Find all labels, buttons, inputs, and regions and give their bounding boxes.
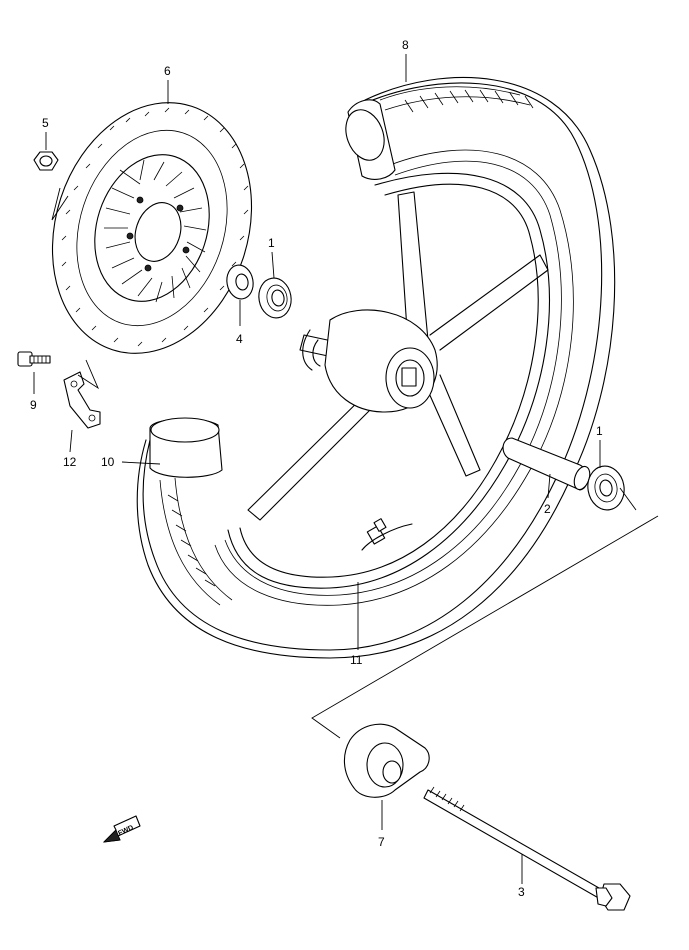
callout-4: 4 <box>236 332 243 346</box>
callout-2: 2 <box>544 502 551 516</box>
nut-part-5 <box>33 151 59 171</box>
callout-5: 5 <box>42 116 49 130</box>
callout-1-upper: 1 <box>268 236 275 250</box>
callout-7: 6 <box>164 64 171 78</box>
valve-stem <box>361 518 413 551</box>
fwd-arrow-icon: FWD <box>102 815 141 843</box>
callout-8: 9 <box>30 398 37 412</box>
tire <box>136 77 616 659</box>
callout-10: 10 <box>101 455 115 469</box>
callout-9: 8 <box>402 38 409 52</box>
spacer-tube-part-2 <box>502 437 591 491</box>
bolt-part-8 <box>17 351 51 367</box>
callout-12: 12 <box>63 455 77 469</box>
axle-part-3 <box>423 786 631 911</box>
callout-leaders <box>33 54 601 884</box>
collar-part-6 <box>343 723 430 798</box>
wheel-rim <box>227 172 550 589</box>
brake-disc <box>51 102 253 354</box>
callout-11: 11 <box>350 653 363 667</box>
bearing-part-1-upper <box>258 277 292 319</box>
callout-6: 7 <box>378 835 385 849</box>
spacer-part-4 <box>226 264 254 300</box>
bearing-part-1-lower <box>587 465 625 511</box>
callout-1-lower: 1 <box>596 424 603 438</box>
callout-3: 3 <box>518 885 525 899</box>
